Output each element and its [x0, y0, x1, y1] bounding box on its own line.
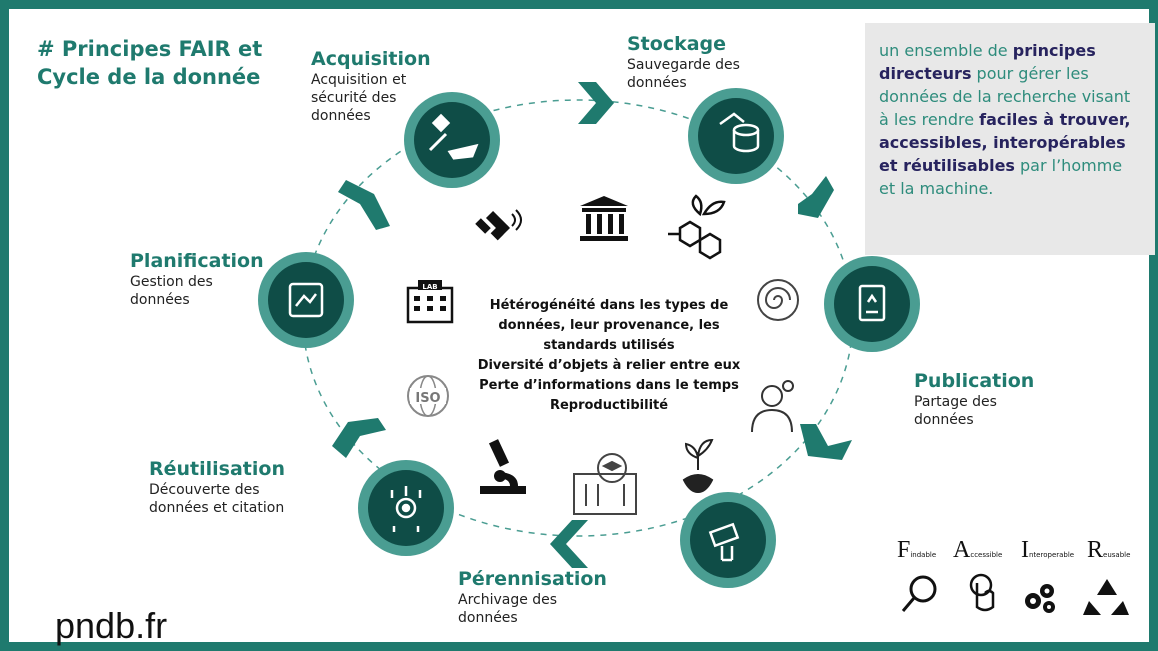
fair-item-findable: Findable: [897, 537, 936, 564]
stage-node-reutilisation: [358, 460, 454, 556]
stage-label-stockage: Stockage Sauvegarde des données: [627, 32, 740, 92]
stage-desc-line: données: [627, 75, 687, 91]
stage-desc-line: données: [914, 412, 974, 428]
stage-desc-line: Acquisition et: [311, 72, 407, 88]
arrow-bottom: [550, 520, 588, 568]
stage-node-planification: [258, 252, 354, 348]
fair-legend: Findable Accessible Interoperable Reusab…: [897, 537, 1147, 627]
arrow-right: [800, 424, 852, 460]
stage-desc-line: sécurité des: [311, 90, 397, 106]
gears-icon: [1025, 584, 1055, 613]
definition-text: pour gérer les données de la recherche v…: [879, 64, 1131, 129]
definition-emphasis: principes directeurs: [879, 41, 1096, 83]
fossil-ammonite-icon: [757, 279, 799, 321]
scientist-icon: [751, 380, 794, 433]
gear-network-icon: [390, 486, 422, 532]
stage-title: Acquisition: [311, 48, 431, 70]
plant-soil-icon: [682, 438, 714, 494]
fair-icons: [901, 573, 1129, 615]
center-line: Diversité d’objets à relier entre eux: [477, 358, 741, 373]
database-icon: [719, 112, 760, 153]
stage-desc-line: Gestion des: [130, 274, 213, 290]
molecule-leaf-icon: [668, 194, 726, 260]
iso-label: ISO: [415, 391, 440, 406]
fair-word: nteroperable: [1029, 551, 1075, 559]
stage-node-stockage: [688, 88, 784, 184]
fair-item-reusable: Reusable: [1087, 537, 1130, 564]
title-line-2: Cycle de la donnée: [37, 65, 261, 89]
pointing-hand-icon: [969, 573, 995, 612]
poster-title: # Principes FAIR et Cycle de la donnée: [37, 35, 297, 91]
fair-word: eusable: [1103, 551, 1131, 559]
stage-label-publication: Publication Partage des données: [914, 369, 1034, 429]
stage-label-reutilisation: Réutilisation Découverte des données et …: [149, 457, 285, 517]
stage-title: Stockage: [627, 33, 727, 55]
arrow-top-left: [338, 180, 390, 230]
museum-icon: [580, 196, 628, 241]
document-share-icon: [858, 284, 886, 322]
stage-title: Planification: [130, 250, 264, 272]
stage-node-publication: [824, 256, 920, 352]
fair-word: indable: [910, 551, 937, 559]
arrow-top-right: [798, 176, 834, 218]
fair-item-interoperable: Interoperable: [1021, 537, 1074, 564]
fair-letter: F: [897, 537, 911, 563]
center-line: Reproductibilité: [549, 398, 669, 413]
magnifier-icon: [901, 575, 937, 612]
center-line: Hétérogénéité dans les types de: [489, 298, 729, 313]
plan-notebook-icon: [288, 282, 324, 318]
university-building-icon: [573, 453, 637, 515]
archive-hand-icon: [708, 522, 740, 562]
stage-desc-line: Partage des: [914, 394, 997, 410]
satellite-ship-icon: [428, 113, 479, 160]
definition-emphasis: faciles à trouver, accessibles, interopé…: [879, 110, 1131, 175]
center-line: Perte d’informations dans le temps: [479, 378, 739, 393]
iso-globe-icon: ISO: [407, 375, 449, 417]
definition-text: par l’homme et la machine.: [879, 156, 1123, 198]
cycle-arrows: [332, 82, 852, 568]
stage-title: Pérennisation: [458, 568, 607, 590]
fair-word: ccessible: [970, 551, 1003, 559]
fair-definition-box: un ensemble de principes directeurs pour…: [865, 23, 1155, 255]
arrow-top: [578, 82, 614, 124]
recycle-icon: [1083, 579, 1129, 615]
stage-node-perennisation: [680, 492, 776, 588]
stage-label-perennisation: Pérennisation Archivage des données: [458, 567, 607, 627]
center-challenges-text: Hétérogénéité dans les types de données,…: [449, 296, 769, 416]
stage-desc-line: Sauvegarde des: [627, 57, 740, 73]
center-line: données, leur provenance, les: [498, 318, 720, 333]
site-url: pndb.fr: [55, 605, 168, 646]
stage-desc-line: données: [130, 292, 190, 308]
microscope-icon: [480, 439, 526, 494]
stage-title: Publication: [914, 370, 1035, 392]
stage-desc-line: données et citation: [149, 500, 285, 516]
lab-building-icon: LAB: [406, 280, 454, 324]
satellite-icon: [475, 209, 522, 241]
stage-node-acquisition: [404, 92, 500, 188]
definition-text: un ensemble de: [879, 41, 1013, 60]
stage-title: Réutilisation: [149, 458, 285, 480]
stage-desc-line: données: [311, 108, 371, 124]
fair-item-accessible: Accessible: [953, 537, 1002, 564]
fair-letter: A: [953, 537, 971, 563]
arrow-left: [332, 418, 386, 458]
stage-desc-line: Découverte des: [149, 482, 260, 498]
fair-letter: I: [1021, 537, 1029, 563]
stage-desc-line: Archivage des: [458, 592, 558, 608]
fair-letter: R: [1087, 537, 1104, 563]
stage-label-acquisition: Acquisition Acquisition et sécurité des …: [311, 47, 431, 125]
title-line-1: # Principes FAIR et: [37, 37, 263, 61]
lab-label: LAB: [422, 283, 437, 291]
stage-label-planification: Planification Gestion des données: [130, 249, 264, 309]
center-line: standards utilisés: [543, 338, 675, 353]
stage-desc-line: données: [458, 610, 518, 626]
